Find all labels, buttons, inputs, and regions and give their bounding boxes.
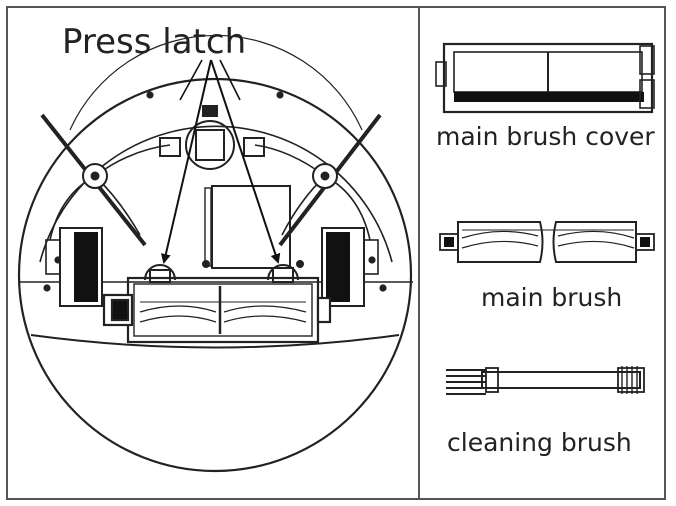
robot-main-brush-housing [102,276,332,344]
panel-divider [418,6,420,500]
cliff-sensor-left [159,137,181,157]
cleaning-brush-label: cleaning brush [447,428,632,457]
rim-dot [379,284,387,292]
robot-rim-inner-arc [69,34,363,131]
rim-dot [276,91,284,99]
rim-dot [368,256,376,264]
front-caster [185,105,235,170]
main-brush-cover-illustration [435,42,655,114]
wheel-right [321,227,379,307]
latch-left [144,264,176,283]
robot-underside [17,34,413,473]
arrow-guide-left [179,59,203,101]
battery-cover [202,185,304,269]
wheel-left [45,227,103,307]
outer-frame [6,6,666,500]
arrow-guide-right [219,59,241,101]
cleaning-brush-illustration [446,366,645,395]
main-brush-label: main brush [481,283,623,312]
rim-dot [146,91,154,99]
robot-front-bumper-curve [30,334,400,349]
press-latch-label: Press latch [62,22,247,62]
side-brush-right [254,113,382,247]
arrow-to-right-latch [210,59,281,264]
main-brush-cover-label: main brush cover [436,122,655,151]
side-brush-left [40,113,171,247]
robot-inner-rim [39,125,393,263]
rim-dot [43,284,51,292]
arrow-to-left-latch [160,59,212,264]
cliff-sensor-right [243,137,265,157]
robot-outer-shell [17,77,413,473]
latch-right [267,264,299,283]
main-brush-illustration [439,221,655,263]
latch-arrows [160,59,281,264]
